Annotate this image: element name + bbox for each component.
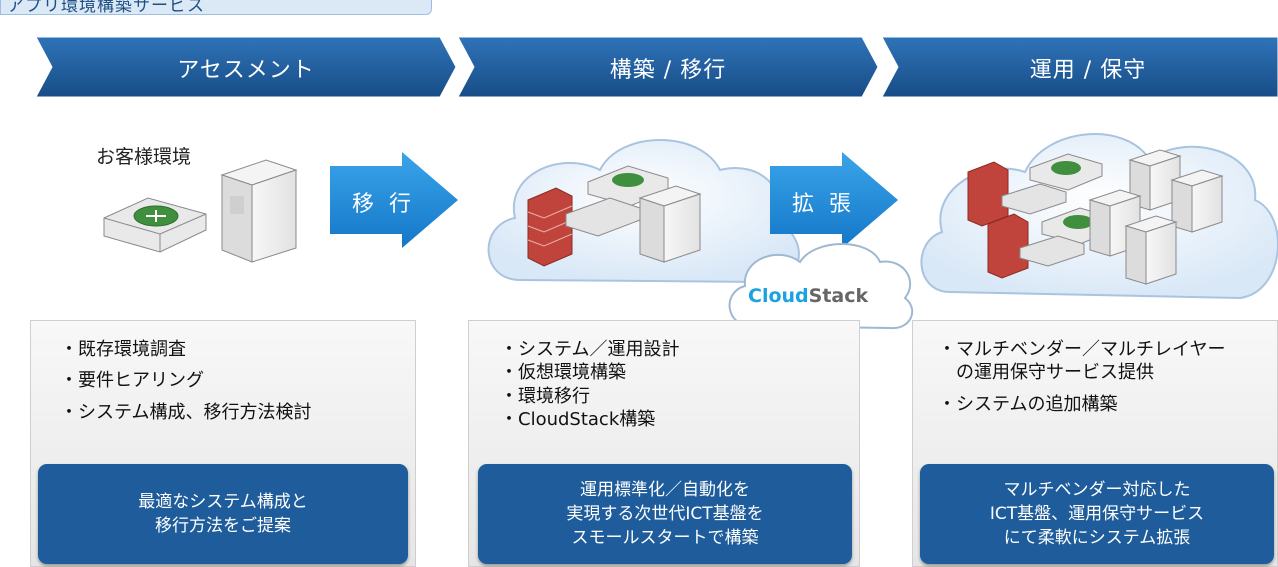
build-bullets: ・システム／運用設計 ・仮想環境構築 ・環境移行 ・CloudStack構築 (500, 338, 679, 432)
assessment-summary-box: 最適なシステム構成と 移行方法をご提案 (38, 464, 408, 564)
section-title-bar: アプリ環境構築サービス (0, 0, 432, 15)
expand-arrow (770, 152, 898, 248)
operation-bullets: ・マルチベンダー／マルチレイヤー の運用保守サービス提供 ・システムの追加構築 (938, 338, 1225, 416)
phase-chevron-build (457, 36, 879, 98)
summary-line: 実現する次世代ICT基盤を (566, 503, 764, 524)
phase-label-operation: 運用 / 保守 (1029, 58, 1147, 83)
server-icon (638, 185, 702, 263)
bullet-item: ・システム構成、移行方法検討 (60, 401, 312, 423)
bullet-item: の運用保守サービス提供 (938, 362, 1154, 384)
operation-summary-box: マルチベンダー対応した ICT基盤、運用保守サービス にて柔軟にシステム拡張 (920, 464, 1274, 564)
summary-line: 最適なシステム構成と (138, 491, 308, 512)
phase-chevron-assessment (35, 36, 457, 98)
customer-env-label: お客様環境 (96, 146, 192, 168)
summary-line: スモールスタートで構築 (571, 528, 759, 549)
migrate-arrow-label: 移 行 (352, 192, 415, 217)
firewall-icon (967, 161, 1029, 279)
firewall-icon (527, 187, 573, 267)
expand-arrow-label: 拡 張 (792, 192, 855, 217)
phase-label-build: 構築 / 移行 (609, 58, 727, 83)
phase-chevron-operation (881, 36, 1278, 98)
section-title: アプリ環境構築サービス (7, 0, 205, 15)
bullet-item: ・既存環境調査 (60, 339, 186, 360)
router-icon (103, 197, 207, 253)
cloudstack-badge-cloud (728, 243, 914, 330)
build-summary-box: 運用標準化／自動化を 実現する次世代ICT基盤を スモールスタートで構築 (478, 464, 852, 564)
bullet-item: ・要件ヒアリング (60, 370, 204, 392)
bullet-item: ・CloudStack構築 (500, 409, 656, 431)
cloudstack-logo: CloudStack (748, 285, 868, 307)
bullet-item: ・環境移行 (500, 385, 590, 407)
bullet-item: ・システム／運用設計 (500, 339, 680, 360)
summary-line: ICT基盤、運用保守サービス (989, 503, 1205, 524)
server-icon (1088, 149, 1224, 285)
summary-line: マルチベンダー対応した (1003, 479, 1191, 500)
summary-line: 運用標準化／自動化を (580, 479, 750, 500)
switch-icon (1001, 183, 1085, 267)
bullet-item: ・マルチベンダー／マルチレイヤー (938, 339, 1226, 360)
server-icon (220, 159, 298, 263)
cloudstack-logo-part2: Stack (808, 285, 869, 307)
bullet-item: ・仮想環境構築 (500, 362, 626, 384)
cloudstack-logo-part1: Cloud (748, 285, 809, 307)
summary-line: 移行方法をご提案 (155, 516, 291, 536)
summary-line: にて柔軟にシステム拡張 (1003, 528, 1191, 549)
assessment-bullets: ・既存環境調査 ・要件ヒアリング ・システム構成、移行方法検討 (60, 338, 311, 424)
phase-label-assessment: アセスメント (177, 58, 315, 83)
bullet-item: ・システムの追加構築 (938, 393, 1118, 415)
migrate-arrow (330, 152, 458, 248)
